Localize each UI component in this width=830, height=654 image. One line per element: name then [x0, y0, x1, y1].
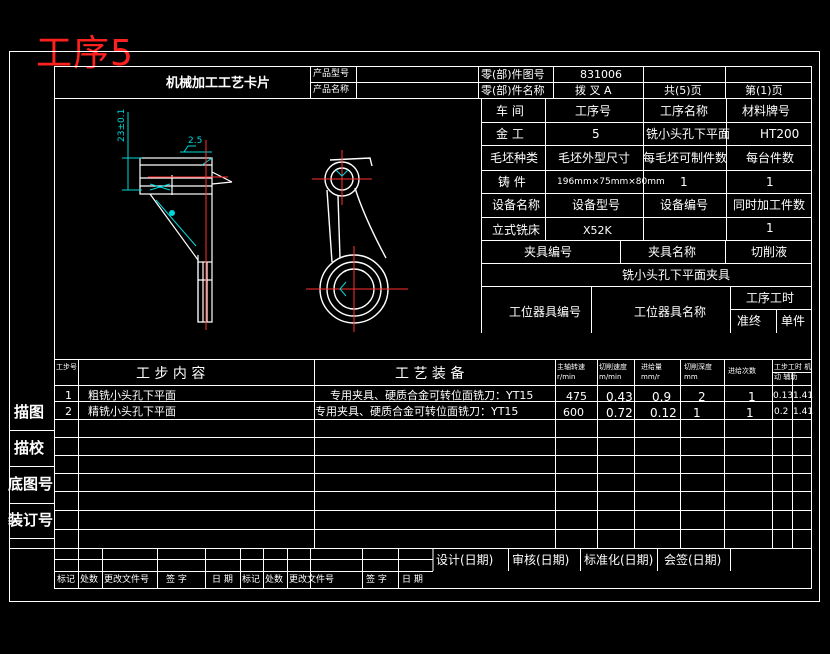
side-label-trace-check: 描校: [14, 439, 45, 457]
card-title: 机械加工工艺卡片: [166, 76, 271, 91]
dimension-lines: [122, 112, 213, 247]
sign-count-2: 处数: [265, 575, 284, 585]
part-drawing-label: 零(部)件图号: [481, 68, 545, 81]
step-row-2-equipment: 专用夹具、硬质合金可转位面铣刀：YT15: [315, 405, 519, 418]
part-drawing-value: 831006: [580, 68, 622, 81]
station-tool-no-label: 工位器具编号: [509, 305, 582, 319]
step-row-1-machine-time: 0.13: [773, 391, 794, 401]
info-simultaneous-label: 同时加工件数: [733, 198, 806, 212]
info-parts-per-blank-label: 每毛坯可制件数: [643, 151, 728, 165]
step-row-2-aux-time: 1.41: [793, 407, 814, 417]
depth-header: 切削深度 mm: [684, 363, 712, 381]
info-parts-per-blank-value: 1: [680, 175, 688, 189]
sign-signature-2: 签 字: [366, 575, 387, 585]
fixture-name-value: 铣小头孔下平面夹具: [622, 268, 731, 282]
info-simultaneous-value: 1: [766, 221, 774, 235]
step-row-1-equipment: 专用夹具、硬质合金可转位面铣刀：YT15: [330, 389, 534, 402]
info-blank-type-value: 铸 件: [498, 175, 526, 189]
sign-date-1: 日 期: [212, 575, 233, 585]
step-row-1-content: 粗铣小头孔下平面: [88, 389, 176, 402]
sign-review: 审核(日期): [512, 553, 570, 567]
product-model-label: 产品型号: [313, 69, 350, 79]
step-row-1-no: 1: [65, 389, 72, 402]
process-time-label: 工序工时: [746, 291, 795, 305]
info-parts-per-unit-value: 1: [766, 175, 774, 189]
step-row-2-no: 2: [65, 405, 72, 418]
step-row-1-feed: 0.9: [652, 390, 672, 404]
dim-23: 23±0.1: [117, 108, 127, 142]
step-row-1-depth: 2: [698, 390, 706, 404]
fixture-name-label: 夹具名称: [648, 245, 697, 259]
info-process-name-label: 工序名称: [660, 104, 709, 118]
side-label-binding-no: 装订号: [8, 511, 54, 529]
part-side-view: [139, 157, 233, 323]
passes-header: 进给次数: [728, 367, 756, 375]
info-blank-size-label: 毛坯外型尺寸: [558, 151, 631, 165]
sign-design: 设计(日期): [436, 553, 494, 567]
info-material-label: 材料牌号: [742, 104, 791, 118]
info-blank-type-label: 毛坯种类: [490, 151, 539, 165]
step-row-1-speed: 475: [566, 390, 587, 403]
info-process-no-label: 工序号: [575, 104, 612, 118]
sign-change-doc-2: 更改文件号: [289, 575, 335, 585]
step-row-2-cut-speed: 0.72: [606, 406, 633, 420]
sign-standard: 标准化(日期): [584, 553, 654, 567]
step-equipment-header: 工 艺 装 备: [395, 366, 465, 382]
process-stamp: 工序5: [36, 33, 134, 74]
sign-mark-1: 标记: [57, 575, 76, 585]
info-workshop-value: 金 工: [496, 127, 524, 141]
dim-roughness: 2.5: [188, 136, 203, 146]
step-row-2-content: 精铣小头孔下平面: [88, 405, 176, 418]
info-equipment-name-label: 设备名称: [492, 198, 541, 212]
info-blank-size-value: 196mm×75mm×80mm: [557, 177, 665, 187]
part-name-label: 零(部)件名称: [481, 84, 545, 97]
spindle-speed-header: 主轴转速 r/min: [557, 363, 585, 381]
step-hours-header: 工步工时 机动 辅助: [774, 363, 812, 381]
info-workshop-label: 车 间: [496, 104, 524, 118]
feed-header: 进给量 mm/r: [641, 363, 662, 381]
info-parts-per-unit-label: 每台件数: [746, 151, 795, 165]
step-row-2-speed: 600: [563, 406, 584, 419]
step-row-2-depth: 1: [693, 406, 701, 420]
side-label-base-drawing-no: 底图号: [8, 475, 54, 493]
step-row-1-passes: 1: [748, 390, 756, 404]
step-content-header: 工 步 内 容: [136, 366, 206, 382]
step-row-2-passes: 1: [746, 406, 754, 420]
info-material-value: HT200: [760, 127, 800, 141]
info-equipment-model-value: X52K: [583, 224, 612, 237]
sign-date-2: 日 期: [402, 575, 423, 585]
step-row-2-machine-time: 0.2: [774, 407, 789, 417]
sign-signature-1: 签 字: [166, 575, 187, 585]
cut-speed-header: 切削速度 m/min: [599, 363, 627, 381]
sign-mark-2: 标记: [242, 575, 261, 585]
step-row-1-aux-time: 1.41: [793, 391, 814, 401]
station-tool-name-label: 工位器具名称: [634, 305, 707, 319]
total-pages: 共(5)页: [664, 84, 702, 97]
unit-time-label: 单件: [781, 314, 806, 328]
sign-change-doc-1: 更改文件号: [104, 575, 150, 585]
prep-time-label: 准终: [737, 314, 762, 328]
step-no-header: 工步号: [56, 363, 77, 371]
info-equipment-no-label: 设备编号: [660, 198, 709, 212]
fixture-no-label: 夹具编号: [524, 245, 573, 259]
coolant-label: 切削液: [751, 245, 788, 259]
step-row-2-feed: 0.12: [650, 406, 677, 420]
part-name-value: 拨 叉 A: [575, 84, 612, 97]
info-process-name-value: 铣小头孔下平面: [646, 127, 731, 141]
step-row-1-cut-speed: 0.43: [606, 390, 633, 404]
info-equipment-model-label: 设备型号: [572, 198, 621, 212]
product-name-label: 产品名称: [313, 85, 350, 95]
page-number: 第(1)页: [745, 84, 783, 97]
sign-count-1: 处数: [80, 575, 99, 585]
info-process-no-value: 5: [592, 127, 600, 141]
info-equipment-name-value: 立式铣床: [492, 223, 541, 237]
sign-countersign: 会签(日期): [664, 553, 722, 567]
side-label-trace: 描图: [14, 403, 45, 421]
